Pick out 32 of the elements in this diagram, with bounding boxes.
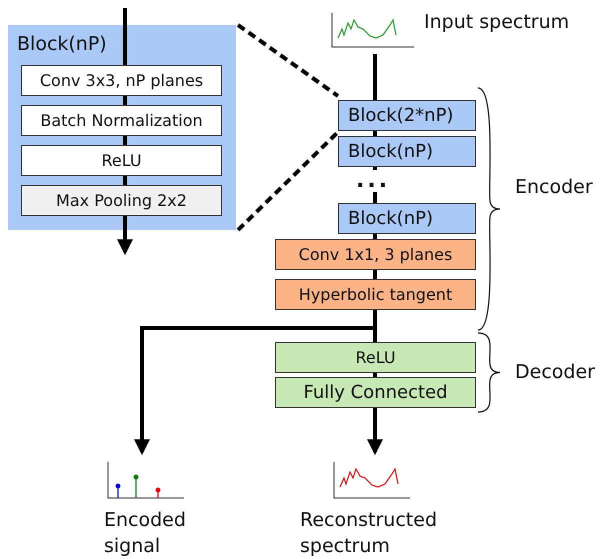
block-detail-panel [8, 25, 236, 230]
connector-line [123, 96, 127, 105]
zoom-line [236, 23, 340, 98]
connector-line [373, 54, 377, 100]
block-box: Block(2*nP) [338, 100, 476, 131]
connector-line [373, 131, 377, 136]
connector-line [123, 8, 127, 65]
connector-line [123, 136, 127, 145]
arrow [367, 408, 383, 456]
layer-box: Conv 1x1, 3 planes [275, 239, 476, 270]
arrow [134, 310, 377, 456]
plot-caption: Reconstructed spectrum [300, 508, 438, 559]
plot-caption: Input spectrum [424, 10, 570, 36]
layer-box: Hyperbolic tangent [275, 279, 476, 310]
connector-line [123, 176, 127, 185]
panel-title: Block(nP) [17, 33, 107, 55]
group-label: Decoder [515, 363, 595, 382]
plot-caption: Encoded signal [104, 508, 187, 559]
connector-line [373, 234, 377, 239]
layer-box: ReLU [275, 342, 476, 373]
zoom-line [236, 130, 340, 232]
layer-box: ReLU [21, 145, 222, 176]
layer-box: Fully Connected [275, 377, 476, 408]
connector-line [373, 270, 377, 279]
block-box: Block(nP) [338, 203, 476, 234]
layer-box: Max Pooling 2x2 [21, 185, 222, 216]
connector-line [373, 373, 377, 377]
block-box: Block(nP) [338, 136, 476, 167]
layer-box: Conv 3x3, nP planes [21, 65, 222, 96]
layer-box: Batch Normalization [21, 105, 222, 136]
arrow [117, 216, 133, 256]
group-label: Encoder [515, 178, 593, 197]
